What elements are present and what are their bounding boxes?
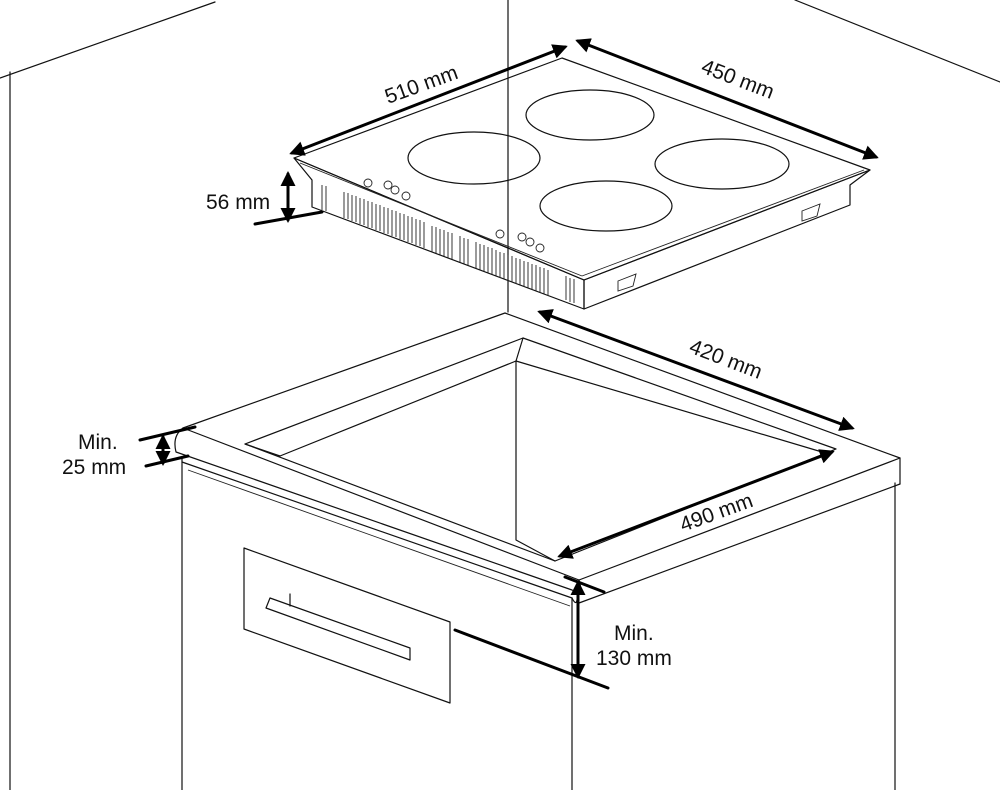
cabinet	[181, 457, 896, 790]
hob-feet	[617, 203, 821, 292]
drawer-handle	[265, 597, 411, 661]
hob	[293, 57, 871, 310]
hob-controls	[363, 178, 545, 253]
label-min-25-line1: Min.	[78, 431, 118, 454]
label-min-130-line2: 130 mm	[596, 647, 672, 670]
label-420-mm: 420 mm	[686, 335, 765, 384]
label-56-mm: 56 mm	[206, 191, 270, 214]
label-min-25-line2: 25 mm	[62, 456, 126, 479]
dim-420-line	[537, 309, 855, 431]
label-min-130-line1: Min.	[614, 622, 654, 645]
drawer	[243, 547, 451, 704]
dimension-labels: 510 mm 450 mm 56 mm 420 mm 490 mm Min. 2…	[62, 55, 777, 670]
dim-510-line	[289, 44, 568, 156]
hob-burners	[407, 89, 790, 232]
label-450-mm: 450 mm	[698, 55, 777, 104]
dim-490-line	[557, 449, 835, 559]
hob-vents	[321, 185, 575, 303]
dim-450-line	[575, 38, 879, 160]
dimension-lines	[138, 38, 879, 690]
